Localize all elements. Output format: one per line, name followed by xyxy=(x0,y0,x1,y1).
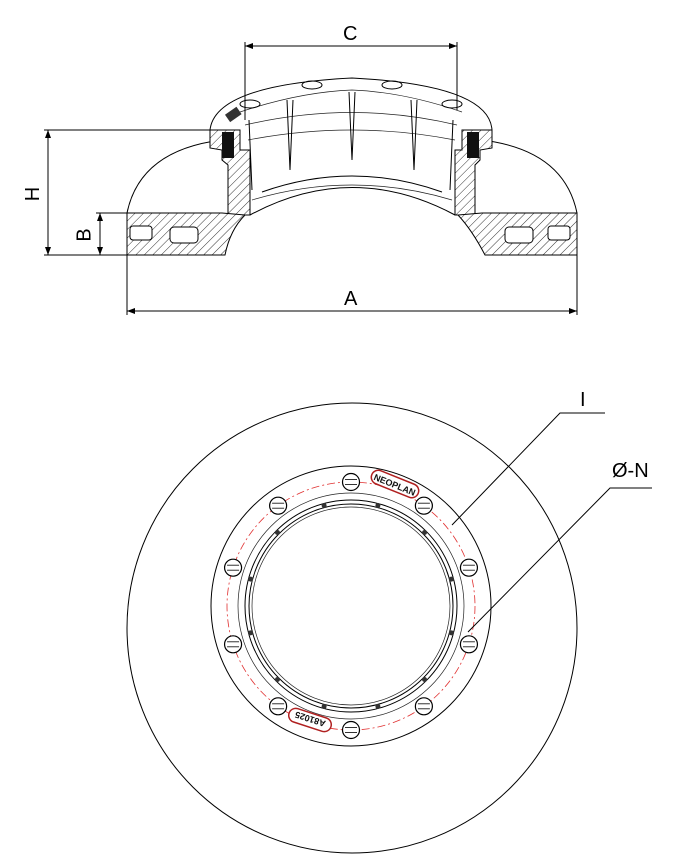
bore-tab xyxy=(274,677,280,683)
bore-tab xyxy=(248,630,254,636)
section-view xyxy=(126,77,578,256)
bolt-hole xyxy=(459,635,479,654)
hub-outer-edge xyxy=(210,465,492,747)
disc-outer-edge xyxy=(126,402,578,854)
dimension-label-c: C xyxy=(343,23,358,45)
bore-tab xyxy=(448,576,454,582)
bolt-hole xyxy=(269,496,288,515)
hub-bore xyxy=(248,503,454,709)
dimension-label-n: Ø-N xyxy=(612,460,649,482)
bolt-hole xyxy=(414,697,433,716)
bolt-hole xyxy=(459,558,479,577)
bolt-hole xyxy=(223,635,243,654)
plan-view: NEOPLAN A81025 xyxy=(126,402,578,854)
bore-tab xyxy=(375,703,381,709)
bore-tab xyxy=(422,529,428,535)
bore-tab xyxy=(375,503,381,509)
bolt-hole xyxy=(414,496,433,515)
bore-tab xyxy=(274,529,280,535)
bore-tab xyxy=(248,576,254,582)
bore-tab xyxy=(321,503,327,509)
dimension-label-a: A xyxy=(344,288,358,310)
part-number-logo: A81025 xyxy=(287,707,333,733)
dimension-label-h: H xyxy=(22,186,45,202)
hub-ribs xyxy=(248,91,454,191)
leader-lines xyxy=(451,412,652,633)
bolt-hole xyxy=(341,720,361,740)
bolt-hole xyxy=(341,472,361,492)
dimension-label-b: B xyxy=(73,228,96,242)
bolt-hole xyxy=(223,558,243,577)
dimension-label-i: I xyxy=(580,389,586,411)
bore-tab xyxy=(448,630,454,636)
bolt-holes xyxy=(223,472,479,740)
bore-tab xyxy=(321,703,327,709)
dimension-lines xyxy=(44,42,578,315)
section-bolt-holes xyxy=(239,80,463,109)
bore-tabs xyxy=(248,503,454,709)
bolt-circle xyxy=(226,481,476,731)
bore-tab xyxy=(422,677,428,683)
bolt-hole xyxy=(269,697,288,716)
